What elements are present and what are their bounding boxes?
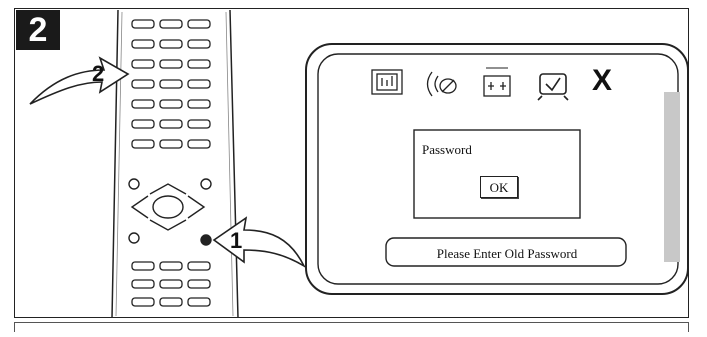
picture-icon (371, 69, 403, 95)
remote-button[interactable] (131, 79, 155, 89)
remote-button[interactable] (131, 19, 155, 29)
remote-button[interactable] (131, 59, 155, 69)
audio-icon (426, 71, 457, 97)
remote-button[interactable] (159, 19, 183, 29)
nav-pad (128, 178, 212, 246)
remote-button[interactable] (187, 139, 211, 149)
remote-button[interactable] (131, 279, 155, 289)
remote-button[interactable] (187, 279, 211, 289)
remote-button[interactable] (187, 99, 211, 109)
remote-button[interactable] (131, 139, 155, 149)
step-number-badge: 2 (16, 10, 60, 50)
callout-arrow-1 (212, 216, 306, 269)
password-label: Password (422, 142, 472, 157)
remote-button[interactable] (159, 119, 183, 129)
nav-enter-button (152, 195, 184, 219)
remote-button[interactable] (159, 297, 183, 307)
remote-button[interactable] (159, 261, 183, 271)
remote-button[interactable] (187, 297, 211, 307)
remote-control (111, 9, 239, 319)
remote-button[interactable] (131, 119, 155, 129)
target-button-1 (200, 234, 212, 246)
remote-button[interactable] (187, 261, 211, 271)
nav-left-right (130, 195, 206, 219)
remote-button[interactable] (131, 99, 155, 109)
remote-small-button (200, 178, 212, 190)
ok-button[interactable]: OK (480, 176, 518, 198)
remote-small-button (128, 232, 140, 244)
remote-button[interactable] (159, 139, 183, 149)
remote-button[interactable] (159, 79, 183, 89)
callout-number-1: 1 (230, 228, 243, 253)
remote-button[interactable] (159, 39, 183, 49)
next-panel-edge (14, 322, 689, 332)
remote-button[interactable] (131, 297, 155, 307)
remote-outline (111, 9, 239, 319)
callout-arrow-2 (29, 56, 130, 105)
remote-button[interactable] (159, 99, 183, 109)
remote-small-button (128, 178, 140, 190)
remote-button[interactable] (187, 59, 211, 69)
remote-button[interactable] (159, 279, 183, 289)
parental-lock-icon (483, 67, 511, 97)
remote-button[interactable] (187, 19, 211, 29)
remote-button[interactable] (131, 39, 155, 49)
remote-button[interactable] (131, 261, 155, 271)
remote-button[interactable] (187, 39, 211, 49)
remote-button[interactable] (187, 119, 211, 129)
remote-button[interactable] (159, 59, 183, 69)
close-icon[interactable]: X (592, 64, 613, 97)
status-message: Please Enter Old Password (436, 246, 578, 261)
callout-number-2: 2 (92, 61, 105, 86)
password-dialog (413, 129, 581, 219)
nav-up-down (149, 183, 187, 231)
settings-icon (537, 73, 569, 101)
tv-screen (305, 43, 689, 295)
remote-button[interactable] (187, 79, 211, 89)
remote-buttons (131, 19, 211, 307)
status-bar (385, 237, 627, 267)
